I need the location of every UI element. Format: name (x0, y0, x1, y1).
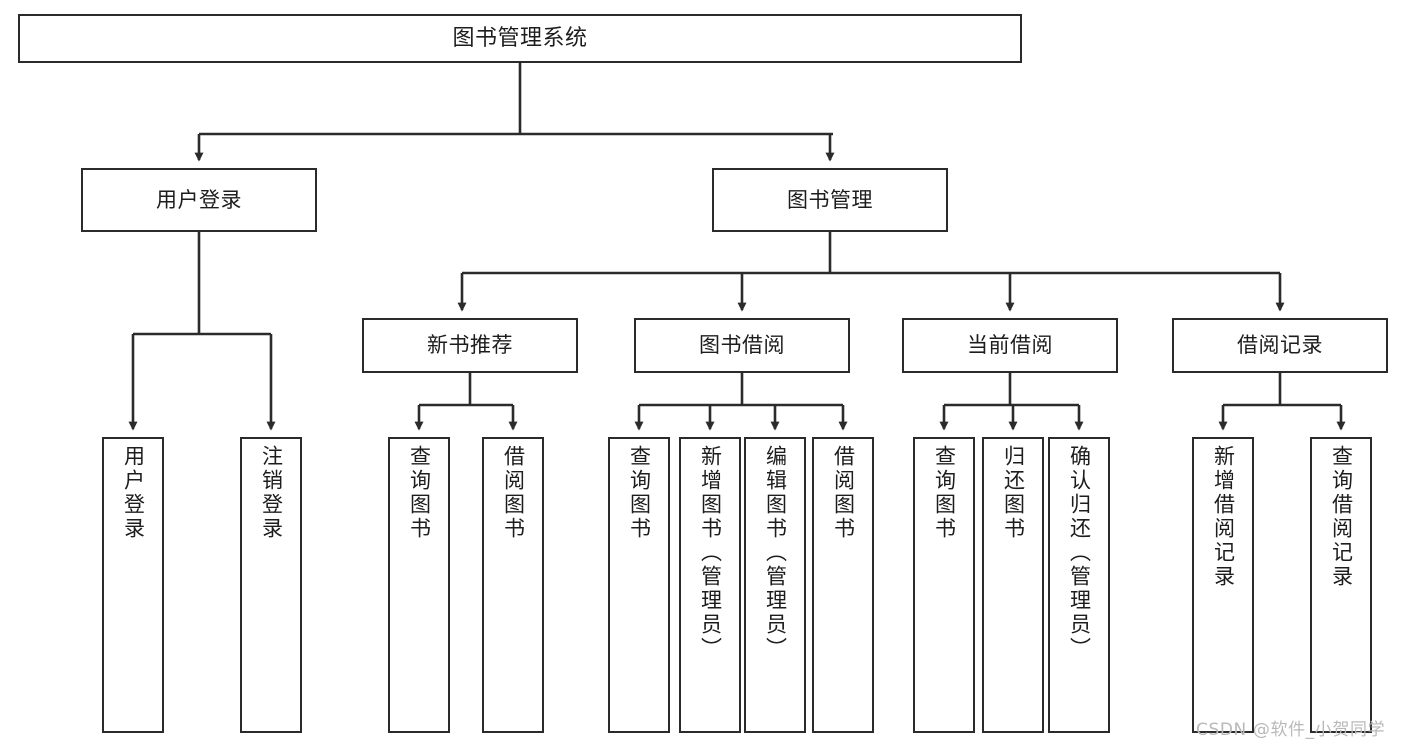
node-leaf-return-book-label: 归还图书 (1001, 445, 1026, 541)
node-book-manage-label: 图书管理 (787, 187, 873, 212)
csdn-watermark: CSDN @软件_小贺同学 (1196, 720, 1386, 740)
node-current-borrow-label: 当前借阅 (967, 333, 1053, 358)
node-user-login[interactable]: 用户登录 (81, 168, 317, 232)
node-leaf-query-borrow-record-label: 查询借阅记录 (1329, 445, 1354, 589)
node-leaf-edit-book-admin[interactable]: 编辑图书（管理员） (744, 437, 806, 733)
node-leaf-add-book-admin[interactable]: 新增图书（管理员） (679, 437, 741, 733)
node-root[interactable]: 图书管理系统 (18, 14, 1022, 63)
node-book-manage[interactable]: 图书管理 (712, 168, 948, 232)
node-new-book-rec[interactable]: 新书推荐 (362, 318, 578, 373)
node-leaf-user-logout-label: 注销登录 (259, 445, 284, 541)
node-leaf-add-borrow-record[interactable]: 新增借阅记录 (1192, 437, 1254, 733)
node-book-borrow-label: 图书借阅 (699, 333, 785, 358)
node-leaf-user-logout[interactable]: 注销登录 (240, 437, 302, 733)
node-leaf-cur-query-book[interactable]: 查询图书 (913, 437, 975, 733)
node-book-borrow[interactable]: 图书借阅 (634, 318, 850, 373)
node-new-book-rec-label: 新书推荐 (427, 333, 513, 358)
node-current-borrow[interactable]: 当前借阅 (902, 318, 1118, 373)
node-leaf-user-login-label: 用户登录 (121, 445, 146, 541)
node-borrow-record-label: 借阅记录 (1237, 333, 1323, 358)
node-borrow-record[interactable]: 借阅记录 (1172, 318, 1388, 373)
node-leaf-edit-book-admin-label: 编辑图书（管理员） (763, 445, 788, 661)
node-user-login-label: 用户登录 (156, 187, 242, 212)
node-leaf-cur-query-book-label: 查询图书 (932, 445, 957, 541)
node-leaf-rec-query-book[interactable]: 查询图书 (388, 437, 450, 733)
node-leaf-confirm-return-admin[interactable]: 确认归还（管理员） (1048, 437, 1110, 733)
node-leaf-add-book-admin-label: 新增图书（管理员） (698, 445, 723, 661)
node-leaf-add-borrow-record-label: 新增借阅记录 (1211, 445, 1236, 589)
node-root-label: 图书管理系统 (452, 25, 588, 51)
node-leaf-borrow-book-label: 借阅图书 (831, 445, 856, 541)
node-leaf-borrow-query-book-label: 查询图书 (627, 445, 652, 541)
node-leaf-rec-borrow-book-label: 借阅图书 (501, 445, 526, 541)
node-leaf-return-book[interactable]: 归还图书 (982, 437, 1044, 733)
node-leaf-query-borrow-record[interactable]: 查询借阅记录 (1310, 437, 1372, 733)
node-leaf-rec-borrow-book[interactable]: 借阅图书 (482, 437, 544, 733)
node-leaf-user-login[interactable]: 用户登录 (102, 437, 164, 733)
node-leaf-rec-query-book-label: 查询图书 (407, 445, 432, 541)
node-leaf-borrow-book[interactable]: 借阅图书 (812, 437, 874, 733)
node-leaf-borrow-query-book[interactable]: 查询图书 (608, 437, 670, 733)
node-leaf-confirm-return-admin-label: 确认归还（管理员） (1067, 445, 1092, 661)
